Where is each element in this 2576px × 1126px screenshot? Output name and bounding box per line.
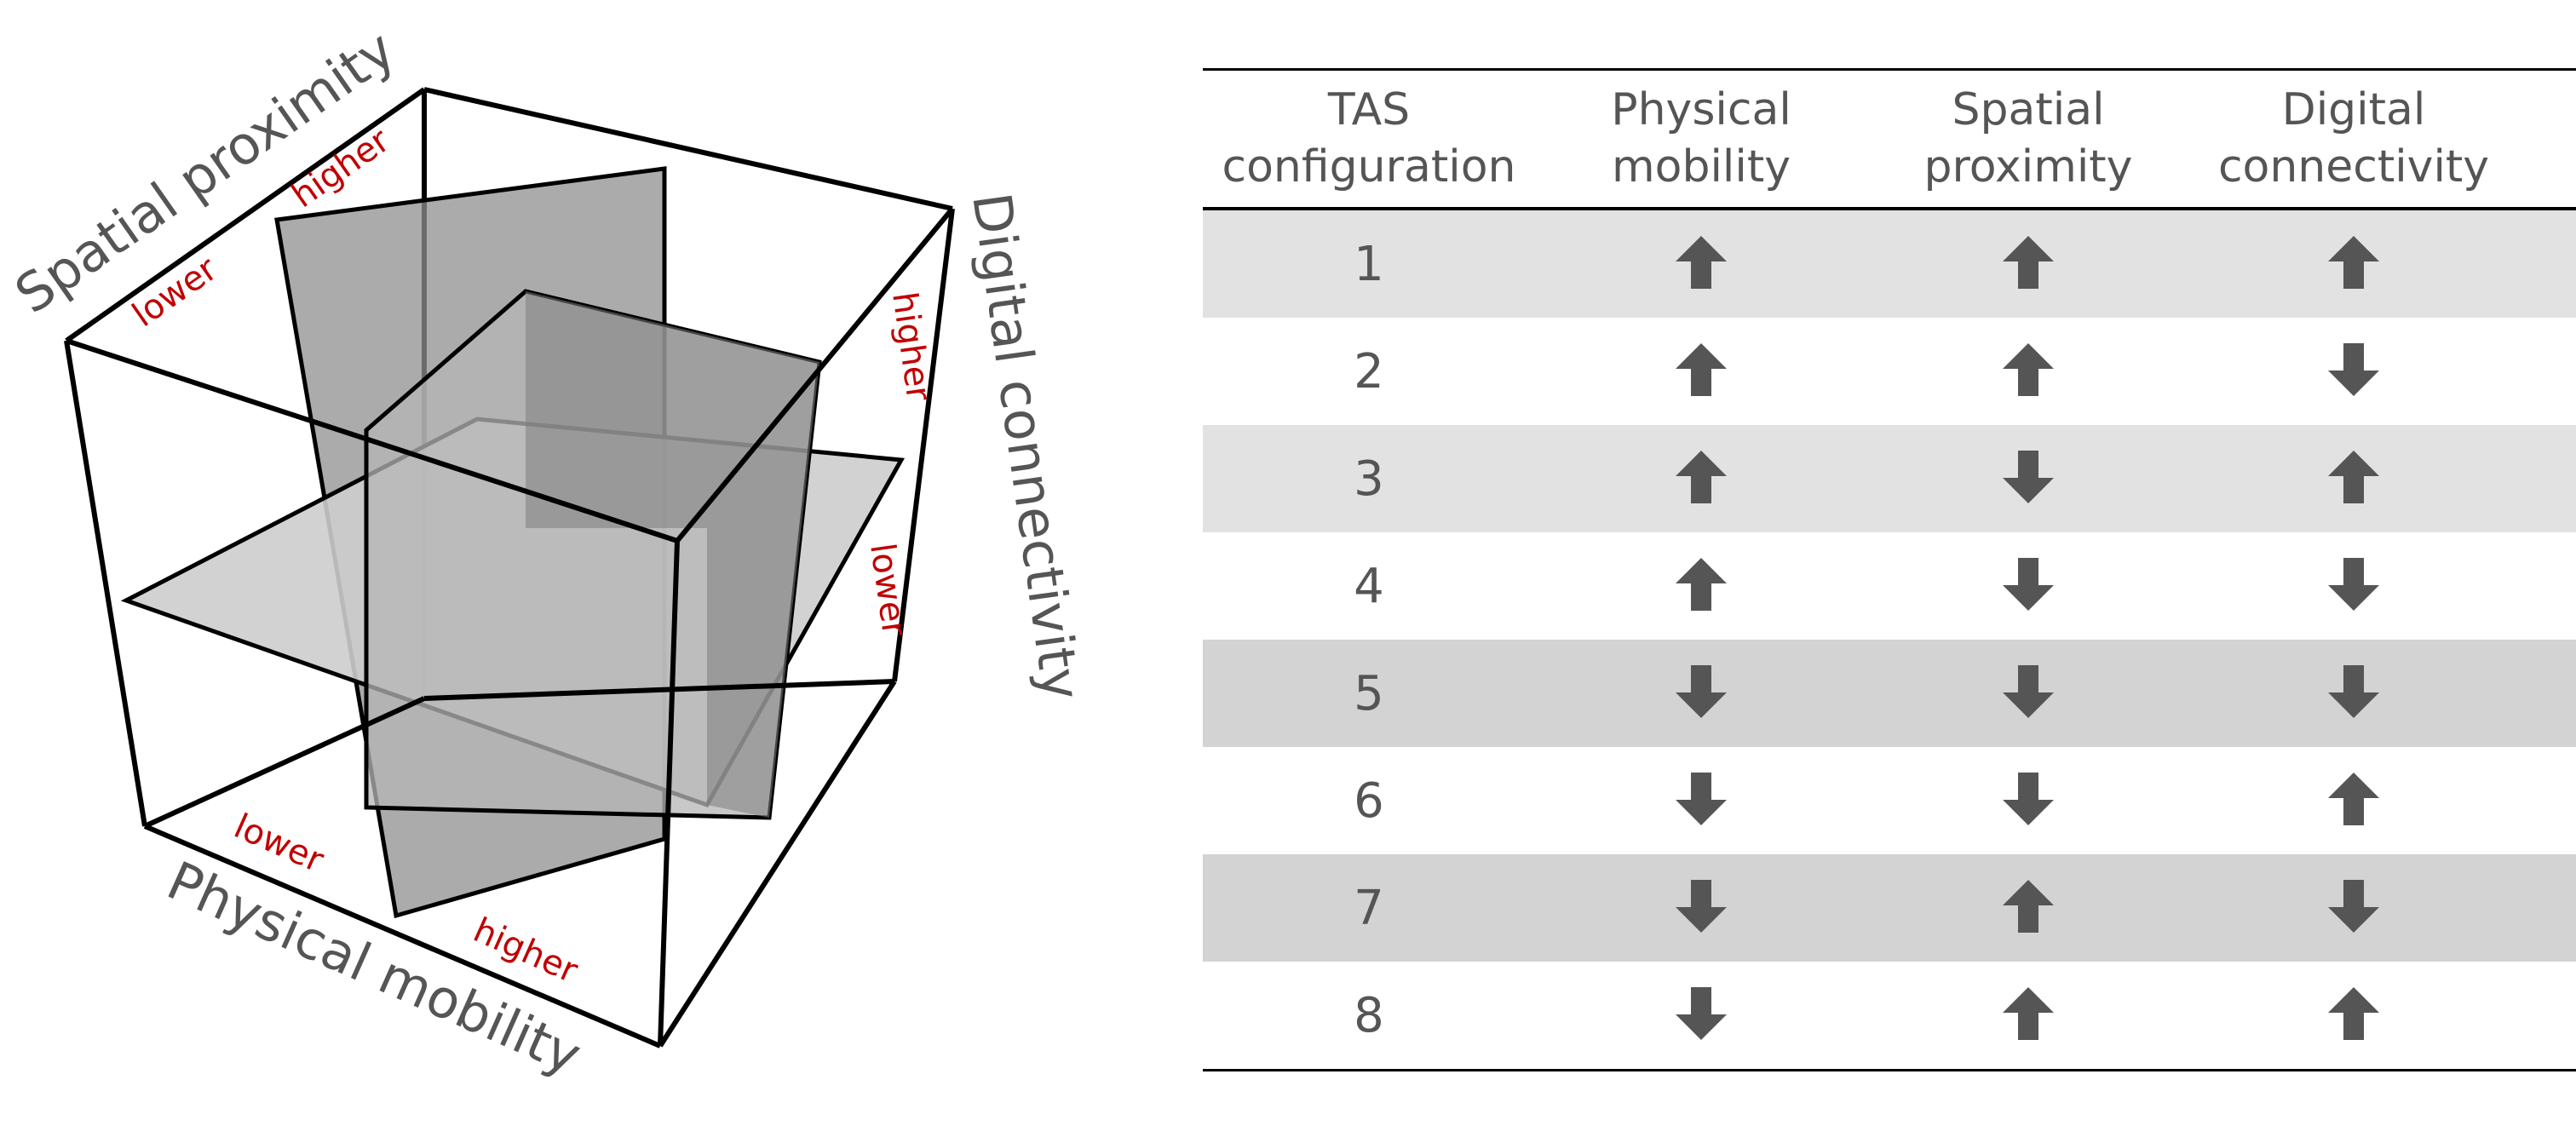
table-row: 2 [1203, 318, 2576, 425]
header-line: configuration [1222, 141, 1516, 192]
table-header-rule [1203, 207, 2576, 210]
table-row: 1 [1203, 210, 2576, 318]
header-physical-mobility: Physical mobility [1535, 82, 1867, 195]
digital-cell [2189, 771, 2518, 830]
arrow-up-icon [1674, 342, 1728, 398]
cube-edge [675, 207, 955, 543]
spatial-cell [1867, 449, 2189, 508]
header-line: Physical [1611, 84, 1791, 136]
header-line: mobility [1612, 141, 1791, 192]
cube-edge [65, 87, 426, 343]
arrow-down-icon [1674, 664, 1728, 720]
arrow-down-icon [1674, 771, 1728, 827]
arrow-up-icon [2001, 878, 2056, 934]
table-header: TAS configuration Physical mobility Spat… [1203, 71, 2576, 207]
digital-cell [2189, 664, 2518, 723]
tas-configuration-table: TAS configuration Physical mobility Spat… [1203, 68, 2576, 1071]
digital-cell [2189, 342, 2518, 401]
table-body: 1 2 3 4 5 6 7 8 [1203, 210, 2576, 1069]
config-number: 3 [1354, 451, 1384, 507]
arrow-up-icon [2326, 771, 2381, 827]
cube-edge [892, 208, 955, 682]
arrow-up-icon [2001, 985, 2056, 1042]
spatial-cell [1867, 234, 2189, 294]
digital-cell [2189, 878, 2518, 938]
header-line: TAS [1327, 84, 1411, 136]
arrow-down-icon [1674, 878, 1728, 934]
arrow-down-icon [2001, 664, 2056, 720]
arrow-down-icon [2001, 556, 2056, 612]
arrow-up-icon [2326, 985, 2381, 1042]
tick-physical-higher: higher [468, 911, 584, 991]
physical-cell [1535, 449, 1867, 508]
spatial-cell [1867, 664, 2189, 723]
header-spatial-proximity: Spatial proximity [1867, 82, 2189, 195]
arrow-up-icon [1674, 234, 1728, 290]
cube-edge [423, 87, 953, 211]
arrow-down-icon [2326, 878, 2381, 934]
spatial-cell [1867, 985, 2189, 1045]
physical-cell [1535, 664, 1867, 723]
config-number: 5 [1354, 665, 1384, 721]
physical-cell [1535, 771, 1867, 830]
digital-cell [2189, 985, 2518, 1045]
axis-label-digital: Digital connectivity [960, 189, 1093, 704]
spatial-cell [1867, 878, 2189, 938]
arrow-up-icon [1674, 449, 1728, 505]
table-row: 6 [1203, 747, 2576, 854]
physical-cell [1535, 342, 1867, 401]
tas-cube-diagram: Spatial proximity lower higher Digital c… [4, 18, 1093, 1087]
digital-cell [2189, 234, 2518, 294]
arrow-up-icon [2326, 234, 2381, 290]
physical-cell [1535, 556, 1867, 616]
arrow-up-icon [1674, 556, 1728, 612]
spatial-cell [1867, 342, 2189, 401]
spatial-cell [1867, 771, 2189, 830]
config-number: 2 [1354, 343, 1384, 399]
digital-cell [2189, 556, 2518, 616]
table-row: 3 [1203, 425, 2576, 532]
digital-cell [2189, 449, 2518, 508]
arrow-down-icon [2001, 771, 2056, 827]
tick-digital-higher: higher [884, 290, 938, 404]
header-line: connectivity [2217, 141, 2490, 192]
cube-edge [423, 679, 895, 701]
physical-cell [1535, 985, 1867, 1045]
cube-edge [143, 824, 662, 1048]
arrow-down-icon [2326, 556, 2381, 612]
cube-edge [143, 696, 426, 829]
arrow-up-icon [2326, 449, 2381, 505]
header-line: Spatial [1952, 84, 2105, 136]
table-bottom-rule [1203, 1069, 2576, 1071]
arrow-down-icon [2001, 449, 2056, 505]
cube-edge [658, 540, 680, 1047]
tick-digital-lower: lower [862, 541, 914, 639]
cube-edge [64, 340, 147, 827]
arrow-down-icon [1674, 985, 1728, 1042]
config-number: 8 [1354, 987, 1384, 1043]
header-tas-configuration: TAS configuration [1203, 82, 1535, 195]
config-number: 4 [1354, 558, 1384, 614]
spatial-cell [1867, 556, 2189, 616]
arrow-up-icon [2001, 234, 2056, 290]
table-row: 4 [1203, 532, 2576, 640]
table-row: 7 [1203, 854, 2576, 962]
config-number: 7 [1354, 880, 1384, 936]
header-digital-connectivity: Digital connectivity [2189, 82, 2518, 195]
config-number: 6 [1354, 773, 1384, 829]
physical-cell [1535, 878, 1867, 938]
table-row: 5 [1203, 640, 2576, 747]
config-number: 1 [1354, 236, 1384, 292]
arrow-down-icon [2326, 342, 2381, 398]
table-row: 8 [1203, 962, 2576, 1069]
arrow-down-icon [2326, 664, 2381, 720]
table-top-rule [1203, 68, 2576, 71]
header-line: Digital [2281, 84, 2426, 136]
header-line: proximity [1923, 141, 2133, 192]
arrow-up-icon [2001, 342, 2056, 398]
cube-edge [66, 338, 678, 543]
cube-edge [658, 680, 897, 1048]
physical-cell [1535, 234, 1867, 294]
